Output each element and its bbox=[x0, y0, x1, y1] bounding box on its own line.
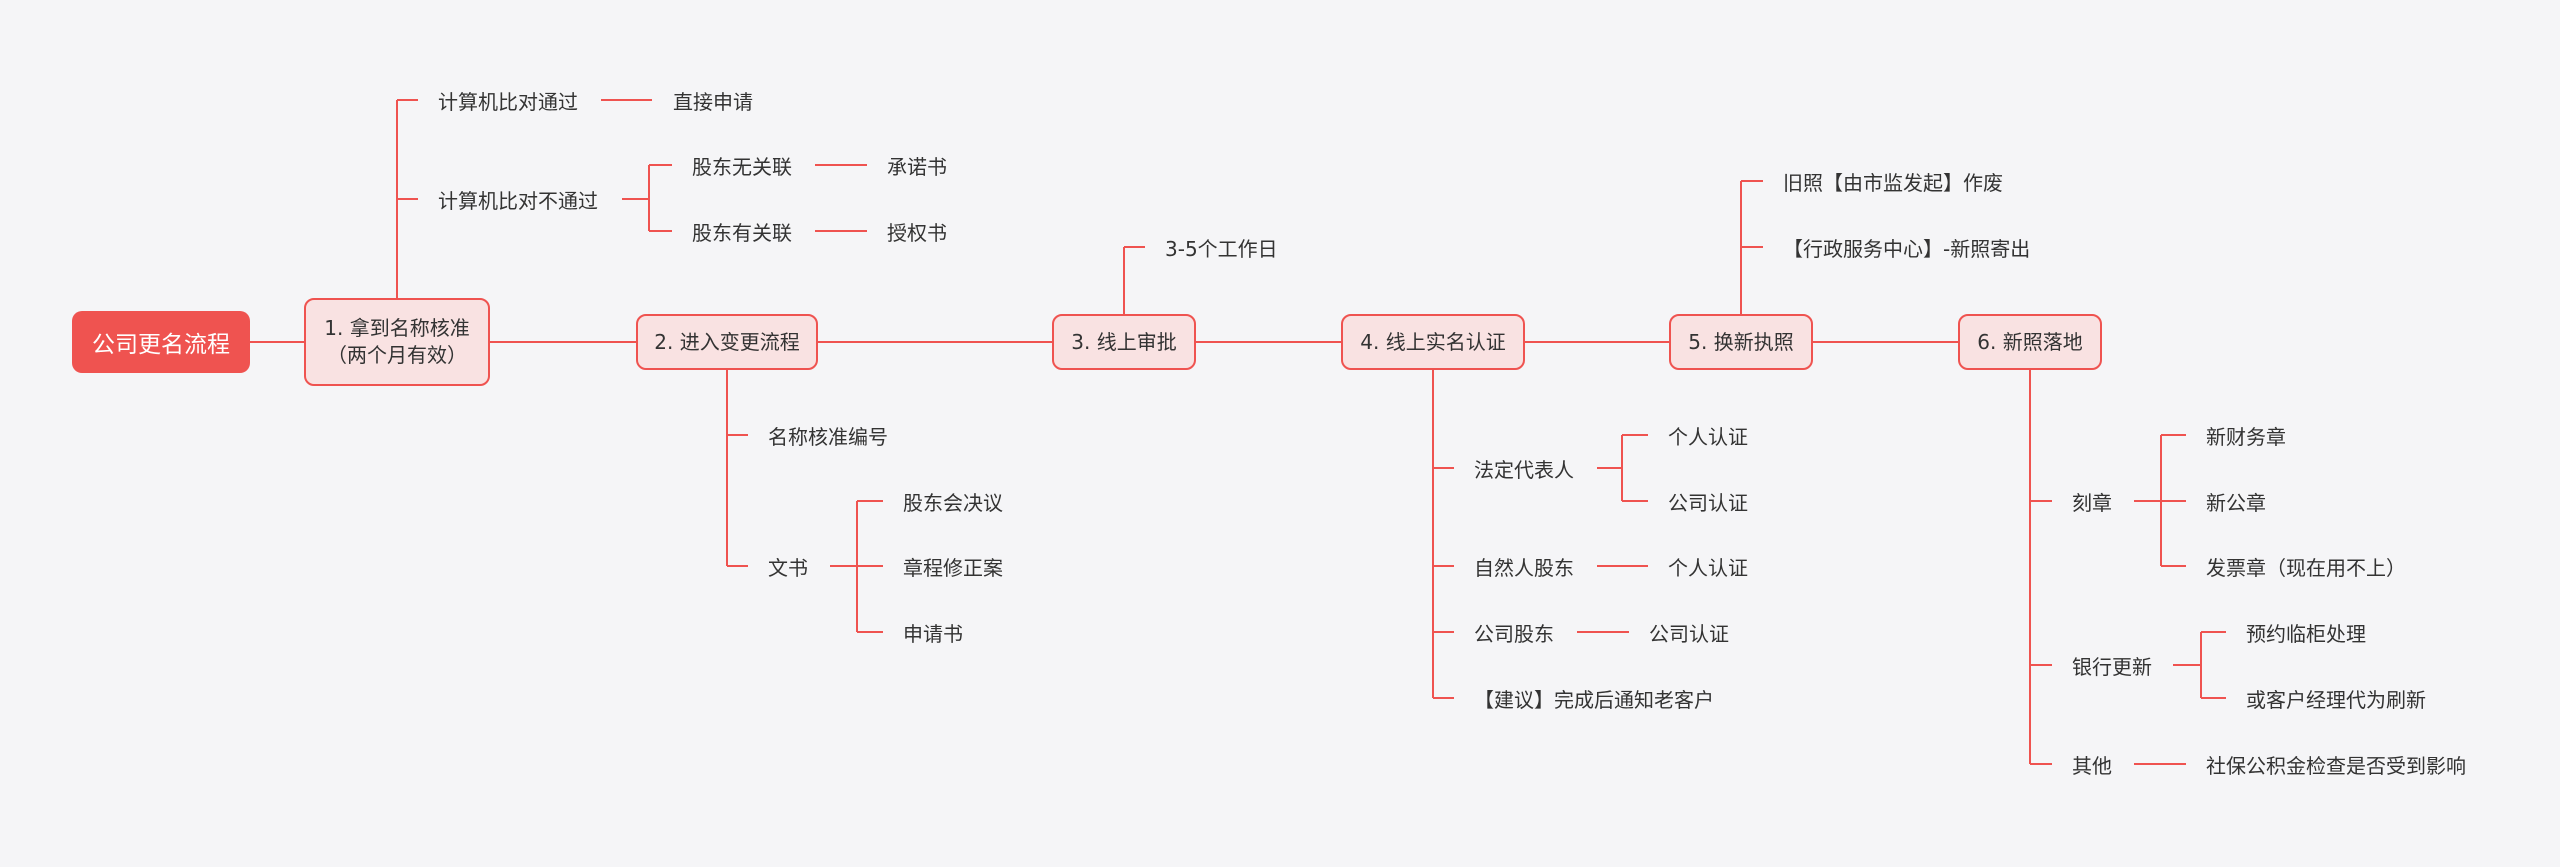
leaf-articles-amendment[interactable]: 章程修正案 bbox=[903, 555, 1003, 580]
branch-shareholder-related[interactable]: 股东有关联 bbox=[692, 220, 792, 245]
leaf-natural-personal-auth[interactable]: 个人认证 bbox=[1668, 555, 1748, 580]
leaf-application-form[interactable]: 申请书 bbox=[903, 621, 963, 646]
step-2-label: 2. 进入变更流程 bbox=[654, 329, 800, 354]
branch-documents[interactable]: 文书 bbox=[768, 555, 808, 580]
branch-corporate-shareholder[interactable]: 公司股东 bbox=[1474, 621, 1554, 646]
step-1-node[interactable]: 1. 拿到名称核准 （两个月有效） bbox=[304, 298, 490, 386]
branch-bank-update[interactable]: 银行更新 bbox=[2072, 654, 2152, 679]
leaf-name-approval-number[interactable]: 名称核准编号 bbox=[768, 424, 888, 449]
leaf-counter-appointment[interactable]: 预约临柜处理 bbox=[2246, 621, 2366, 646]
leaf-social-security-check[interactable]: 社保公积金检查是否受到影响 bbox=[2206, 753, 2466, 778]
leaf-corporate-company-auth[interactable]: 公司认证 bbox=[1649, 621, 1729, 646]
leaf-new-company-seal[interactable]: 新公章 bbox=[2206, 490, 2266, 515]
branch-computer-pass[interactable]: 计算机比对通过 bbox=[438, 89, 578, 114]
step-1-label-line2: （两个月有效） bbox=[327, 343, 467, 367]
branch-shareholder-unrelated[interactable]: 股东无关联 bbox=[692, 154, 792, 179]
branch-other[interactable]: 其他 bbox=[2072, 753, 2112, 778]
step-4-node[interactable]: 4. 线上实名认证 bbox=[1341, 314, 1525, 370]
leaf-invoice-seal[interactable]: 发票章（现在用不上） bbox=[2206, 555, 2406, 580]
step-1-label-line1: 1. 拿到名称核准 bbox=[324, 316, 470, 340]
leaf-legal-rep-company-auth[interactable]: 公司认证 bbox=[1668, 490, 1748, 515]
leaf-new-finance-seal[interactable]: 新财务章 bbox=[2206, 424, 2286, 449]
leaf-direct-apply[interactable]: 直接申请 bbox=[673, 89, 753, 114]
branch-seal-engraving[interactable]: 刻章 bbox=[2072, 490, 2112, 515]
leaf-account-manager-refresh[interactable]: 或客户经理代为刷新 bbox=[2246, 687, 2426, 712]
branch-natural-shareholder[interactable]: 自然人股东 bbox=[1474, 555, 1574, 580]
step-6-node[interactable]: 6. 新照落地 bbox=[1958, 314, 2102, 370]
leaf-old-license-void[interactable]: 旧照【由市监发起】作废 bbox=[1783, 170, 2003, 195]
root-label: 公司更名流程 bbox=[92, 332, 230, 358]
root-node[interactable]: 公司更名流程 bbox=[72, 311, 250, 373]
step-6-label: 6. 新照落地 bbox=[1977, 329, 2083, 354]
step-5-node[interactable]: 5. 换新执照 bbox=[1669, 314, 1813, 370]
step-5-label: 5. 换新执照 bbox=[1688, 329, 1794, 354]
step-2-node[interactable]: 2. 进入变更流程 bbox=[636, 314, 818, 370]
leaf-new-license-mailed[interactable]: 【行政服务中心】-新照寄出 bbox=[1783, 236, 2031, 261]
step-3-label: 3. 线上审批 bbox=[1071, 329, 1177, 354]
step-3-node[interactable]: 3. 线上审批 bbox=[1052, 314, 1196, 370]
leaf-authorization-letter[interactable]: 授权书 bbox=[887, 220, 947, 245]
leaf-3-5-workdays[interactable]: 3-5个工作日 bbox=[1165, 236, 1278, 261]
leaf-notify-old-clients[interactable]: 【建议】完成后通知老客户 bbox=[1474, 687, 1714, 712]
leaf-commitment-letter[interactable]: 承诺书 bbox=[887, 154, 947, 179]
step-4-label: 4. 线上实名认证 bbox=[1360, 329, 1506, 354]
branch-computer-fail[interactable]: 计算机比对不通过 bbox=[438, 188, 598, 213]
leaf-legal-rep-personal-auth[interactable]: 个人认证 bbox=[1668, 424, 1748, 449]
branch-legal-representative[interactable]: 法定代表人 bbox=[1474, 457, 1574, 482]
leaf-shareholder-resolution[interactable]: 股东会决议 bbox=[903, 490, 1003, 515]
